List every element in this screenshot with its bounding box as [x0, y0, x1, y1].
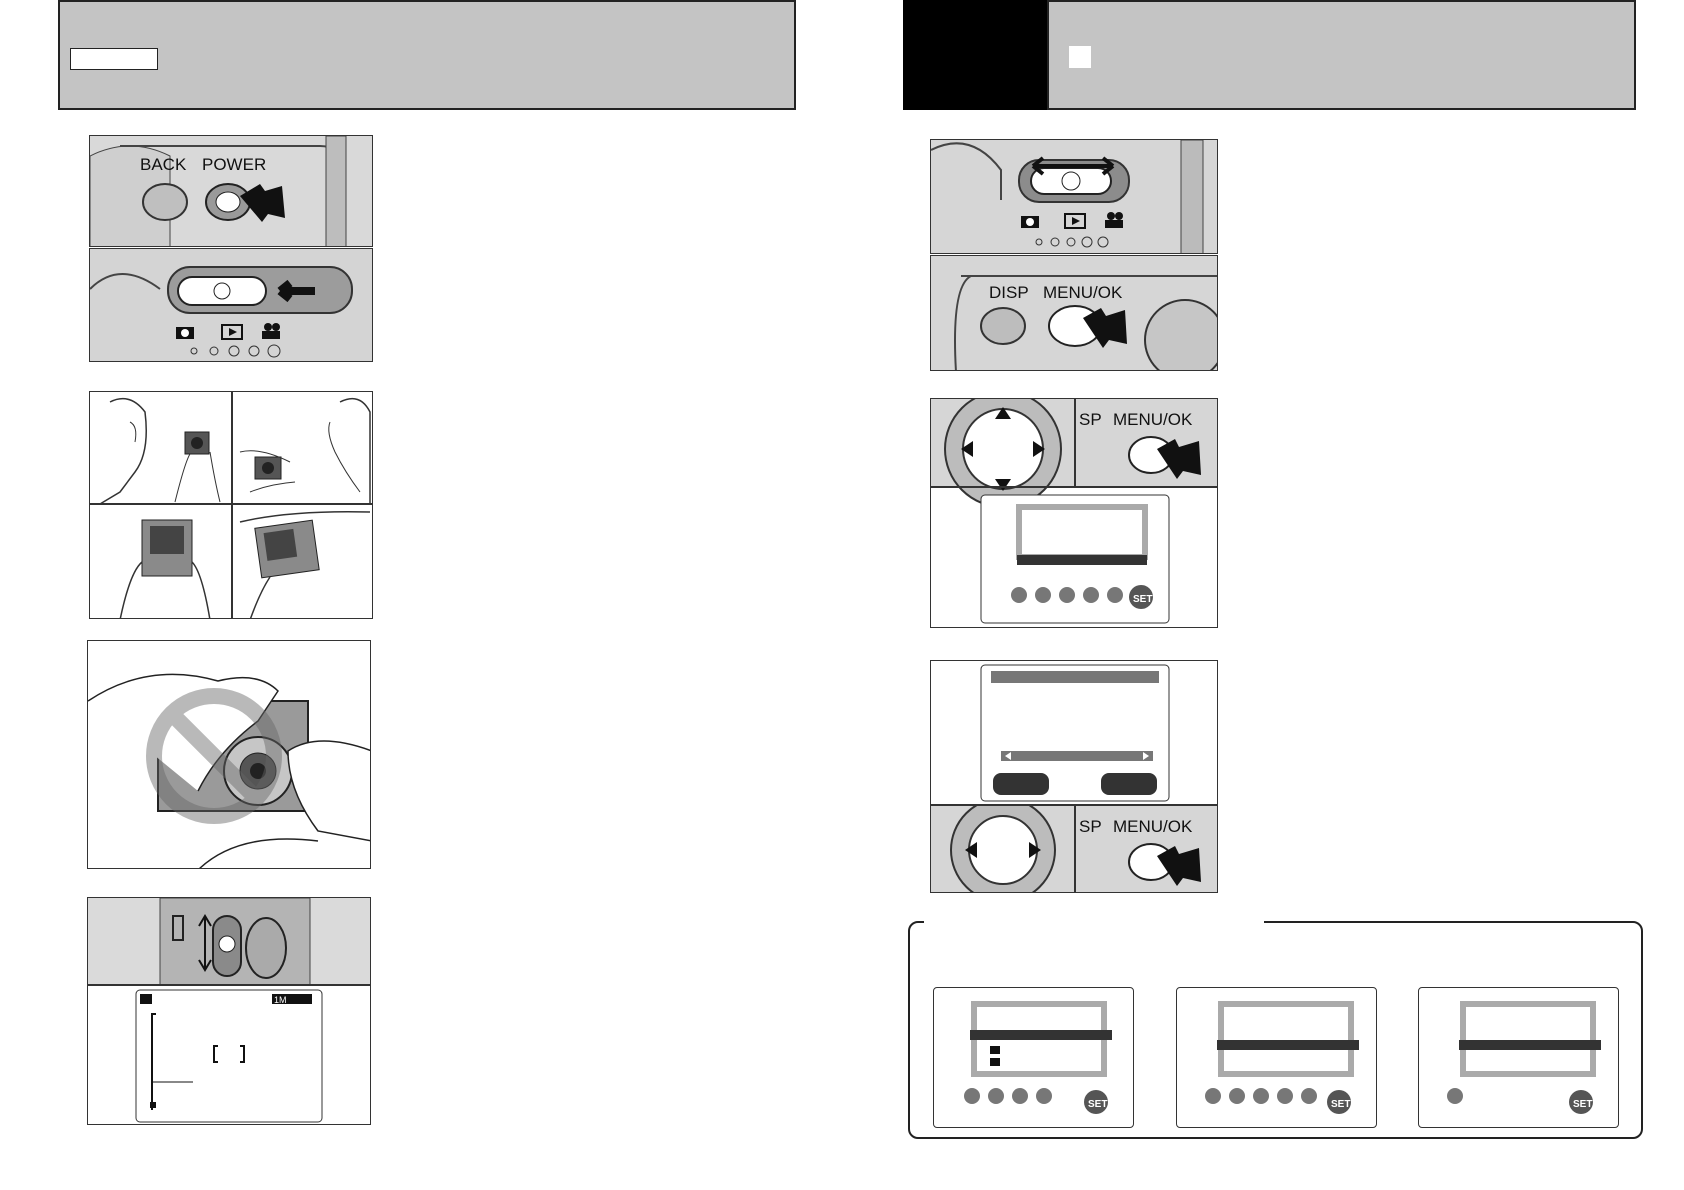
movie-icon [262, 323, 280, 339]
menu-ok-label-2: MENU/OK [1113, 410, 1193, 429]
menu-ok-label-3: MENU/OK [1113, 817, 1193, 836]
playback-icon [1064, 213, 1086, 229]
menu-screen-variant-2: SET [1176, 987, 1377, 1128]
back-label: BACK [140, 155, 187, 174]
menu-screen-variant-1: SET [933, 987, 1134, 1128]
camera-icon [176, 327, 194, 339]
playback-icon [221, 324, 243, 340]
set-icon-label: SET [1133, 594, 1152, 605]
set-icon-label-1: SET [1088, 1099, 1107, 1110]
set-icon-label-2: SET [1331, 1099, 1350, 1110]
dpad-confirm-illustration: SP MENU/OK [930, 805, 1218, 893]
mode-camera-icon [140, 994, 152, 1004]
improper-grip-illustration [87, 640, 371, 869]
power-label: POWER [202, 155, 266, 174]
prohibited-icon [146, 688, 282, 824]
power-button-illustration: BACK POWER [89, 135, 373, 247]
right-header-bar [1047, 0, 1636, 110]
zoom-switch-illustration [87, 897, 371, 985]
set-icon [1084, 1090, 1108, 1114]
dpad-menu-illustration: SP MENU/OK SET [930, 398, 1218, 628]
menu-icon-row: SET [1011, 585, 1153, 609]
sp-label-2: SP [1079, 817, 1102, 836]
holding-camera-illustrations [89, 391, 373, 619]
menu-ok-button-illustration: DISP MENU/OK [930, 255, 1218, 371]
left-header-bar [58, 0, 796, 110]
sp-label: SP [1079, 410, 1102, 429]
set-icon [1129, 585, 1153, 609]
settings-screen-illustration [930, 660, 1218, 805]
menu-screen-variant-3: SET [1418, 987, 1619, 1128]
camera-icon [1021, 216, 1039, 228]
mode-switch-illustration [89, 248, 373, 362]
note-box-gap [924, 919, 1264, 927]
set-icon [1327, 1090, 1351, 1114]
set-icon [1569, 1090, 1593, 1114]
image-size-label: 1M [274, 995, 287, 1005]
disp-label: DISP [989, 283, 1029, 302]
right-header-square [1069, 46, 1091, 68]
movie-icon [1105, 212, 1123, 228]
mode-switch-playback-illustration [930, 139, 1218, 254]
lcd-screen-illustration: 1M [87, 985, 371, 1125]
menu-ok-label: MENU/OK [1043, 283, 1123, 302]
right-header-black-block [903, 0, 1049, 110]
set-icon-label-3: SET [1573, 1099, 1592, 1110]
left-header-tab [70, 48, 158, 70]
